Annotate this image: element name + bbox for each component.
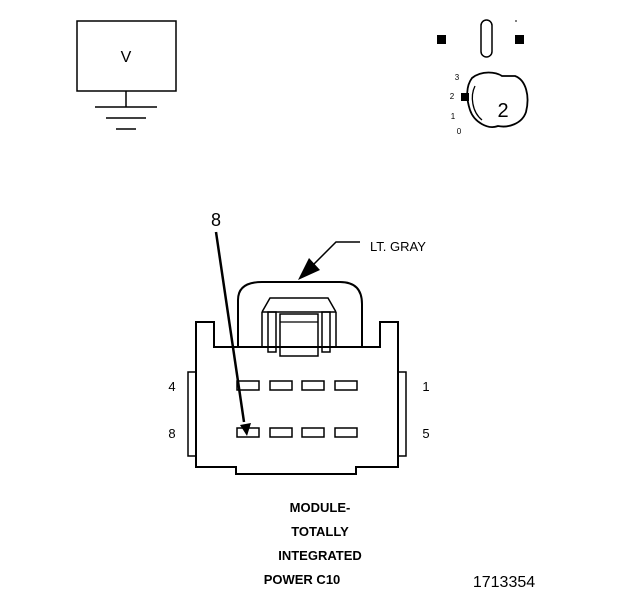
color-leader-line [313, 241, 360, 265]
housing [195, 321, 399, 475]
left-terminal [437, 35, 446, 44]
ignition-icon [437, 19, 529, 128]
connector-name: MODULE- TOTALLY INTEGRATED POWER C10 [264, 500, 362, 587]
connector-name-line-2: TOTALLY [291, 524, 349, 539]
pin-callout [214, 231, 251, 436]
pin-label-1: 1 [422, 379, 429, 394]
pin-cavity-4 [236, 380, 260, 391]
position-3: 3 [455, 73, 460, 82]
voltmeter-label: V [121, 49, 132, 66]
pin-cavity-6 [301, 427, 325, 438]
selector-pointer [461, 93, 469, 101]
position-2: 2 [450, 92, 455, 101]
latch-post-right [321, 311, 331, 353]
current-position: 2 [497, 100, 508, 122]
position-0: 0 [457, 127, 462, 136]
pin-cavity-7 [269, 427, 293, 438]
key-slot [480, 19, 493, 58]
selector-dial [466, 71, 529, 128]
pin-leader-line [214, 231, 246, 423]
position-1: 1 [451, 112, 456, 121]
callout-pin-number: 8 [211, 210, 221, 230]
pin-label-5: 5 [422, 426, 429, 441]
pin-cavity-1 [334, 380, 358, 391]
pin-cavity-2 [301, 380, 325, 391]
right-side-tab [397, 371, 407, 457]
connector-name-line-3: INTEGRATED [278, 548, 362, 563]
figure-id: 1713354 [473, 574, 535, 591]
dial-inner-arc [471, 85, 483, 121]
left-side-tab [187, 371, 197, 457]
latch-hood [237, 281, 363, 347]
voltmeter-symbol [76, 20, 177, 130]
pin-arrowhead [240, 423, 251, 436]
pin-label-4: 4 [168, 379, 175, 394]
connector-c10 [187, 281, 407, 475]
latch-top [261, 297, 337, 313]
color-arrowhead [298, 258, 320, 280]
pin-label-8: 8 [168, 426, 175, 441]
latch-post-left [267, 311, 277, 353]
latch-block [279, 313, 319, 357]
right-terminal [515, 35, 524, 44]
connector-name-line-4: POWER C10 [264, 572, 341, 587]
pin-cavity-5 [334, 427, 358, 438]
pin-cavity-3 [269, 380, 293, 391]
color-label: LT. GRAY [370, 239, 426, 254]
connector-name-line-1: MODULE- [290, 500, 351, 515]
color-callout [298, 241, 360, 280]
